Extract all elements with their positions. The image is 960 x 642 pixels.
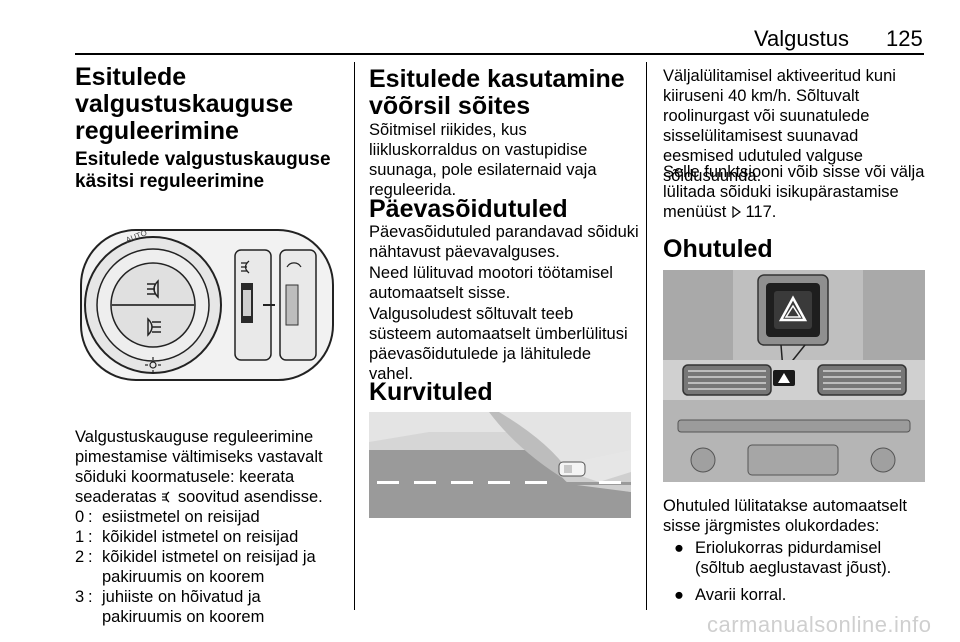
cornering-lights-text: Väljalülitamisel aktiveeritud kuni kiiru… [663, 67, 896, 185]
list-text: Avarii korral. [695, 586, 787, 604]
hazard-conditions-list: ● Eriolukorras pidurdamisel (sõltub aeglu… [663, 538, 933, 612]
watermark: carmanualsonline.info [707, 612, 932, 637]
heading-daytime-lights: Päevasõidutuled [369, 195, 568, 223]
personalisation-text-start: Selle funktsiooni võib sisse või välja l… [663, 163, 925, 221]
hazard-lights-text: Ohutuled lülitatakse automaatselt sisse … [663, 497, 907, 535]
heading-headlight-range: Esitulede valgustuskauguse reguleerimine [75, 63, 294, 145]
heading-hazard-lights: Ohutuled [663, 235, 773, 263]
cornering-light-illustration [369, 412, 631, 518]
daytime-lights-auto-text: Need lülituvad mootori töötamisel automa… [369, 264, 613, 302]
hazard-triangle-icon [778, 295, 808, 322]
list-text: kõikidel istmetel on reisijad ja pakiruu… [102, 548, 316, 586]
bullet-icon: ● [674, 539, 684, 557]
intro-text-end: soovitud asendisse. [177, 488, 323, 506]
heading-cornering-lights: Kurvituled [369, 378, 493, 406]
list-text: esiistmetel on reisijad [102, 508, 260, 526]
list-item: ● Avarii korral. [663, 585, 933, 605]
header-rule [75, 53, 924, 55]
list-number: 2 [75, 548, 85, 566]
list-item: ● Eriolukorras pidurdamisel (sõltub aeglu… [663, 538, 933, 578]
bullet-icon: ● [674, 586, 684, 604]
headlight-range-icon [161, 488, 178, 506]
intro-text: Valgustuskauguse reguleerimine pimestami… [75, 428, 323, 506]
list-text: Eriolukorras pidurdamisel (sõltub aeglus… [695, 539, 892, 577]
dimmer-icon [286, 262, 302, 268]
hazard-switch-illustration [663, 270, 925, 482]
list-number: 1 [75, 528, 85, 546]
list-item: 3:juhiiste on hõivatud ja pakiruumis on … [75, 587, 345, 627]
heading-driving-abroad: Esitulede kasutamine võõrsil sõites [369, 65, 625, 120]
column-divider [354, 62, 355, 610]
load-position-list: 0:esiistmetel on reisijad 1:kõikidel ist… [75, 507, 345, 627]
section-title: Valgustus [754, 26, 849, 51]
page-number: 125 [886, 26, 923, 51]
front-fog-icon [147, 279, 159, 299]
personalisation-text: Selle funktsiooni võib sisse või välja l… [663, 162, 933, 222]
car-icon [558, 461, 586, 477]
light-switch-illustration: AUTO [75, 205, 343, 405]
driving-abroad-text: Sõitmisel riikides, kus liikluskorraldus… [369, 121, 597, 199]
list-item: 1:kõikidel istmetel on reisijad [75, 527, 345, 547]
list-text: juhiiste on hõivatud ja pakiruumis on ko… [102, 588, 265, 626]
list-item: 0:esiistmetel on reisijad [75, 507, 345, 527]
intro-paragraph: Valgustuskauguse reguleerimine pimestami… [75, 427, 345, 507]
daytime-lights-switch-text: Valgusoludest sõltuvalt teeb süsteem aut… [369, 305, 628, 383]
rear-fog-icon [147, 317, 161, 337]
list-text: kõikidel istmetel on reisijad [102, 528, 299, 546]
subheading-manual-range: Esitulede valgustuskauguse käsitsi regul… [75, 149, 331, 192]
daytime-lights-text: Päevasõidutuled parandavad sõiduki nähta… [369, 223, 639, 261]
page-reference-icon [731, 203, 746, 221]
list-item: 2:kõikidel istmetel on reisijad ja pakir… [75, 547, 345, 587]
page-reference[interactable]: 117. [745, 203, 777, 221]
sun-icon [145, 357, 161, 373]
headlight-range-icon [241, 260, 250, 274]
list-number: 0 [75, 508, 85, 526]
column-divider [646, 62, 647, 610]
list-number: 3 [75, 588, 85, 606]
